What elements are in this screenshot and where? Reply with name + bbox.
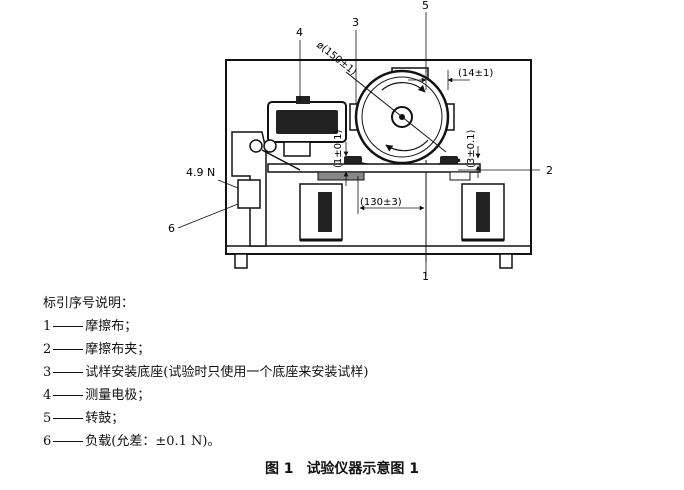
legend-item: 2 摩擦布夹；	[43, 338, 368, 361]
legend-item-text: 试样安装底座(试验时只使用一个底座来安装试样)	[85, 365, 369, 380]
dim-offset-top	[408, 70, 470, 90]
callout-2: 2	[546, 164, 553, 177]
callout-4: 4	[296, 26, 303, 39]
legend-item-num: 2	[43, 342, 52, 357]
legend-item-dash	[53, 441, 84, 442]
foot-left	[234, 253, 248, 269]
cloth-clamps	[344, 156, 458, 165]
drum	[345, 67, 455, 165]
dim-gap-left-label: (1±0.1)	[333, 129, 344, 168]
legend-item-num: 4	[43, 388, 52, 403]
figure-caption-title: 试验仪器示意图 1	[306, 461, 420, 477]
dim-span	[357, 176, 427, 214]
legend-item: 4 测量电极；	[43, 384, 368, 407]
figure-caption-label: 图 1	[264, 461, 294, 477]
legend-item-dash	[53, 326, 84, 327]
sample-beam	[267, 163, 481, 173]
figure-caption: 图 1 试验仪器示意图 1	[0, 458, 684, 478]
foot-right	[499, 253, 513, 269]
callout-1: 1	[422, 270, 429, 282]
legend-item: 6 负载(允差：±0.1 N)。	[43, 430, 368, 453]
load-weight	[237, 179, 261, 209]
callout-5: 5	[422, 0, 429, 12]
legend-item-num: 1	[43, 319, 52, 334]
legend-item-text: 摩擦布；	[85, 319, 138, 334]
legend-item-text: 摩擦布夹；	[85, 342, 151, 357]
legend-item: 3 试样安装底座(试验时只使用一个底座来安装试样)	[43, 361, 368, 384]
legend-item-num: 6	[43, 434, 52, 449]
legend-item-dash	[53, 372, 84, 373]
measuring-electrode	[267, 96, 347, 157]
legend-item: 5 转鼓；	[43, 407, 368, 430]
dim-gap-right-label: (3±0.1)	[466, 129, 477, 168]
legend-item-text: 测量电极；	[85, 388, 151, 403]
dim-offset-top-label: (14±1)	[458, 68, 493, 79]
dim-diameter-label: ø(150±1)	[314, 40, 358, 78]
callout-3: 3	[352, 16, 359, 29]
leader-lines	[177, 12, 540, 276]
legend-item-text: 负载(允差：±0.1 N)。	[85, 434, 221, 449]
sample-mount-right	[449, 171, 471, 181]
sample-mount-left	[317, 171, 365, 181]
legend-title: 标引序号说明：	[43, 296, 135, 311]
legend-item-dash	[53, 349, 84, 350]
callout-load: 4.9 N	[186, 166, 215, 179]
dim-span-label: (130±3)	[360, 197, 402, 208]
legend-item-num: 5	[43, 411, 52, 426]
legend-item-num: 3	[43, 365, 52, 380]
legend-item-text: 转鼓；	[85, 411, 125, 426]
legend-item: 1 摩擦布；	[43, 315, 368, 338]
legend-item-dash	[53, 418, 84, 419]
legend-item-dash	[53, 395, 84, 396]
housing	[225, 59, 532, 255]
legend-list: 1 摩擦布； 2 摩擦布夹； 3 试样安装底座(试验时只使用一个底座来安装试样) 4 测…	[43, 315, 368, 453]
apparatus-diagram: (130±3) (14±1) (1±0.1) (3±0.1) ø(150±1) …	[168, 0, 553, 282]
sample-bases	[299, 183, 505, 242]
callout-6: 6	[168, 222, 175, 235]
lever-arm	[231, 131, 301, 247]
